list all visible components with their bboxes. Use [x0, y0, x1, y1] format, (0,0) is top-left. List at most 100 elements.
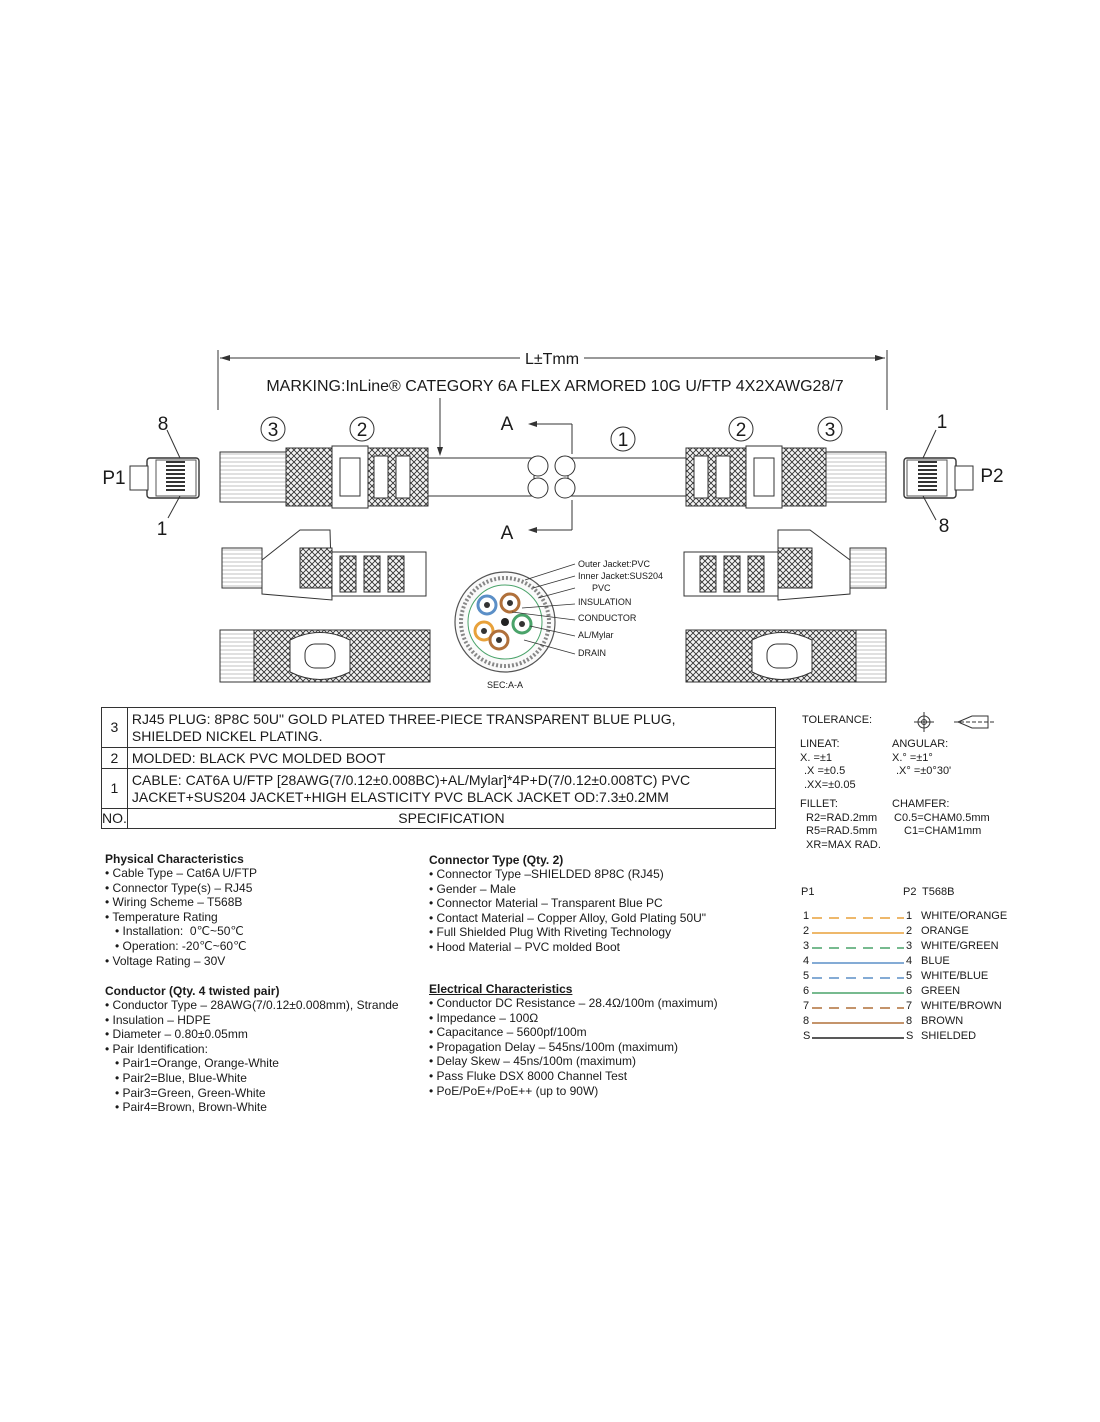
conductor-item: • Insulation – HDPE: [105, 1012, 211, 1027]
item-balloons: 3 2 1 2 3: [260, 416, 843, 452]
lineat-title: LINEAT:: [800, 738, 840, 750]
spec-row: 3 RJ45 PLUG: 8P8C 50U" GOLD PLATED THREE…: [101, 707, 777, 748]
wiring-row: 4 4 BLUE: [803, 955, 1023, 970]
spec-no: 3: [101, 707, 128, 748]
electrical-item: • Pass Fluke DSX 8000 Channel Test: [429, 1068, 628, 1083]
connector-item: • Contact Material – Copper Alloy, Gold …: [429, 910, 707, 925]
p1-pin-1-label: 1: [157, 519, 168, 540]
spec-header-no: NO.: [101, 808, 128, 829]
wiring-color-name: GREEN: [921, 985, 961, 997]
physical-item: • Cable Type – Cat6A U/FTP: [105, 866, 258, 880]
wiring-pin-p1: 2: [803, 925, 810, 937]
callout-inner-jacket: Inner Jacket:SUS204: [578, 571, 663, 581]
wiring-color-name: WHITE/GREEN: [921, 940, 999, 952]
p1-pin-8-label: 8: [158, 414, 169, 435]
wiring-pin-p2: 7: [906, 1000, 913, 1012]
spec-line: SHIELDED NICKEL PLATING.: [131, 727, 323, 744]
physical-item: • Operation: -20℃~60℃: [105, 938, 247, 953]
spec-line: CABLE: CAT6A U/FTP [28AWG(7/0.12±0.008BC…: [131, 771, 691, 788]
physical-title: Physical Characteristics: [105, 852, 244, 866]
p2-pin-1-label: 1: [937, 412, 948, 433]
angular-value: .X° =±0°30': [896, 765, 952, 777]
spec-row: 2 MOLDED: BLACK PVC MOLDED BOOT: [101, 747, 777, 769]
wiring-pin-p2: S: [906, 1030, 914, 1042]
wiring-pin-p1: 6: [803, 985, 810, 997]
cable-cross-section: [454, 563, 576, 673]
wire-line: [812, 917, 904, 919]
wire-line: [812, 992, 904, 994]
chamfer-value: C1=CHAM1mm: [904, 825, 982, 837]
wire-line: [812, 932, 904, 934]
lineat-block: LINEAT: X. =±1 .X =±0.5 .XX=±0.05: [800, 738, 856, 792]
balloon-cable: 1: [618, 430, 629, 451]
connector-item: • Gender – Male: [429, 881, 516, 896]
wire-line: [812, 977, 904, 979]
conductor-title: Conductor (Qty. 4 twisted pair): [105, 984, 280, 998]
wiring-row: 2 2 ORANGE: [803, 925, 1023, 940]
cable-body: [427, 455, 687, 499]
wiring-pin-p1: 8: [803, 1015, 810, 1027]
callout-outer-jacket: Outer Jacket:PVC: [578, 559, 651, 569]
right-connector-side-view: [685, 445, 887, 509]
wiring-pin-p2: 6: [906, 985, 913, 997]
p1-end-view: [129, 429, 200, 519]
spec-line: RJ45 PLUG: 8P8C 50U" GOLD PLATED THREE-P…: [131, 710, 676, 727]
physical-item: • Voltage Rating – 30V: [105, 953, 226, 968]
callout-pvc: PVC: [592, 583, 611, 593]
electrical-item: • Delay Skew – 45ns/100m (maximum): [429, 1054, 636, 1069]
fillet-block: FILLET: R2=RAD.2mm R5=RAD.5mm XR=MAX RAD…: [800, 798, 881, 852]
chamfer-block: CHAMFER: C0.5=CHAM0.5mm C1=CHAM1mm: [892, 798, 990, 839]
wiring-pin-p2: 1: [906, 910, 913, 922]
balloon-plug-left: 3: [268, 420, 279, 441]
spec-text: CABLE: CAT6A U/FTP [28AWG(7/0.12±0.008BC…: [126, 768, 777, 809]
chamfer-value: C0.5=CHAM0.5mm: [894, 811, 990, 824]
tolerance-title: TOLERANCE:: [802, 714, 873, 726]
lineat-value: X. =±1: [800, 751, 833, 764]
wire-line: [812, 1022, 904, 1024]
lineat-value: .XX=±0.05: [804, 778, 856, 791]
physical-characteristics: Physical Characteristics • Cable Type – …: [105, 852, 405, 968]
section-caption: SEC:A-A: [487, 680, 523, 690]
spec-text: RJ45 PLUG: 8P8C 50U" GOLD PLATED THREE-P…: [126, 707, 777, 748]
wiring-color-name: BLUE: [921, 955, 950, 967]
balloon-boot-right: 2: [736, 420, 747, 441]
callout-drain: DRAIN: [578, 648, 606, 658]
electrical-item: • Propagation Delay – 545ns/100m (maximu…: [429, 1039, 678, 1054]
balloon-plug-right: 3: [825, 420, 836, 441]
cable-assembly-drawing: L±Tmm MARKING:InLine® CATEGORY 6A FLEX A…: [102, 350, 1004, 690]
wire-line: [812, 947, 904, 949]
fillet-value: R2=RAD.2mm: [806, 811, 878, 824]
spec-row: 1 CABLE: CAT6A U/FTP [28AWG(7/0.12±0.008…: [101, 768, 777, 809]
wiring-row: 6 6 GREEN: [803, 985, 1023, 1000]
spec-line: MOLDED: BLACK PVC MOLDED BOOT: [131, 749, 386, 766]
section-cut-line: [528, 421, 573, 533]
connector-title: Connector Type (Qty. 2): [429, 853, 564, 867]
connector-characteristics: Connector Type (Qty. 2) • Connector Type…: [429, 853, 769, 955]
conductor-item: • Diameter – 0.80±0.05mm: [105, 1027, 248, 1042]
lineat-value: .X =±0.5: [804, 765, 846, 777]
connector-item: • Hood Material – PVC molded Boot: [429, 939, 620, 954]
wire-line: [812, 1037, 904, 1039]
conductor-item: • Pair Identification:: [105, 1041, 208, 1056]
wiring-pin-p2: 2: [906, 925, 913, 937]
spec-text: MOLDED: BLACK PVC MOLDED BOOT: [126, 747, 777, 769]
wiring-pin-p2: 4: [906, 955, 913, 967]
connector-item: • Full Shielded Plug With Riveting Techn…: [429, 925, 672, 940]
electrical-item: • Conductor DC Resistance – 28.4Ω/100m (…: [429, 996, 718, 1010]
length-dimension: L±Tmm: [217, 350, 888, 410]
wiring-pin-p1: 4: [803, 955, 810, 967]
spec-no: 2: [101, 747, 128, 769]
wiring-pin-p1: 1: [803, 910, 810, 922]
electrical-characteristics: Electrical Characteristics • Conductor D…: [429, 982, 769, 1098]
right-connector-bottom-view: [685, 629, 887, 683]
wiring-color-name: ORANGE: [921, 925, 969, 937]
conductor-item: • Pair3=Green, Green-White: [105, 1085, 266, 1100]
projection-symbol-icon: [914, 712, 994, 732]
connector-item: • Connector Material – Transparent Blue …: [429, 896, 663, 911]
electrical-item: • Impedance – 100Ω: [429, 1010, 539, 1025]
electrical-item: • Capacitance – 5600pf/100m: [429, 1025, 587, 1040]
wiring-p2-label: P2: [903, 886, 917, 898]
section-marker-bottom: A: [501, 523, 514, 544]
wiring-pin-p1: S: [803, 1030, 811, 1042]
